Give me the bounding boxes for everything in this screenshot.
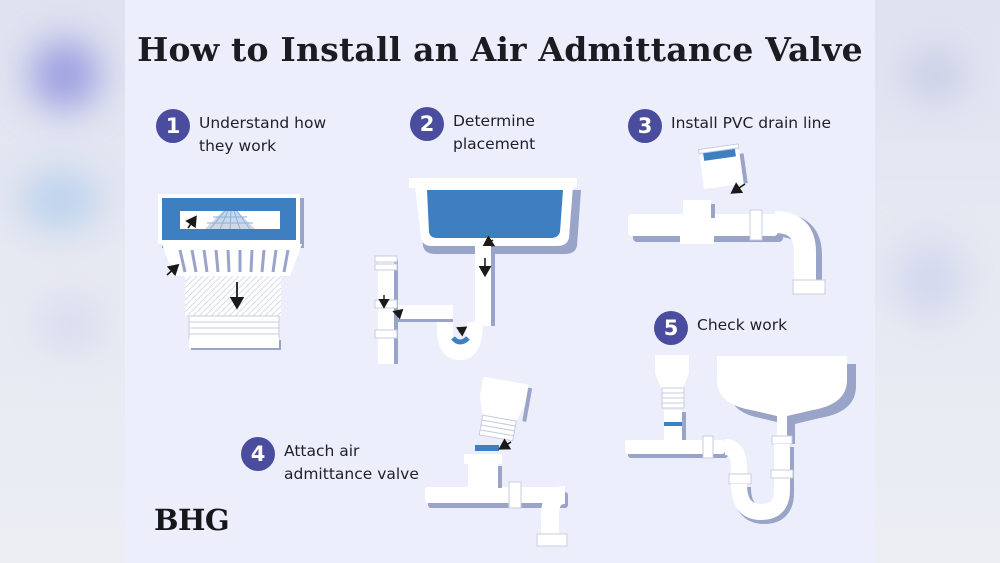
step-5: 5 Check work (654, 311, 787, 345)
bhg-logo: BHG (154, 503, 230, 537)
step-number-badge: 3 (628, 109, 662, 143)
pvc-drain-line-illustration (628, 143, 826, 295)
step-3: 3 Install PVC drain line (628, 109, 831, 143)
infographic-card: How to Install an Air Admittance Valve 1… (125, 0, 875, 563)
step-number-badge: 1 (156, 109, 190, 143)
step-label: Install PVC drain line (671, 114, 832, 132)
illustrations (158, 143, 856, 547)
valve-cross-section-illustration (158, 194, 304, 350)
step-label: Check work (697, 316, 788, 334)
blurred-right-margin (875, 0, 1000, 563)
attach-valve-illustration (425, 376, 568, 547)
step-number-badge: 4 (241, 437, 275, 471)
step-number-badge: 2 (410, 107, 444, 141)
infographic-title: How to Install an Air Admittance Valve (137, 30, 863, 69)
check-work-illustration (625, 355, 856, 525)
sink-trap-illustration (374, 178, 581, 364)
blurred-left-margin (0, 0, 125, 563)
step-number-badge: 5 (654, 311, 688, 345)
